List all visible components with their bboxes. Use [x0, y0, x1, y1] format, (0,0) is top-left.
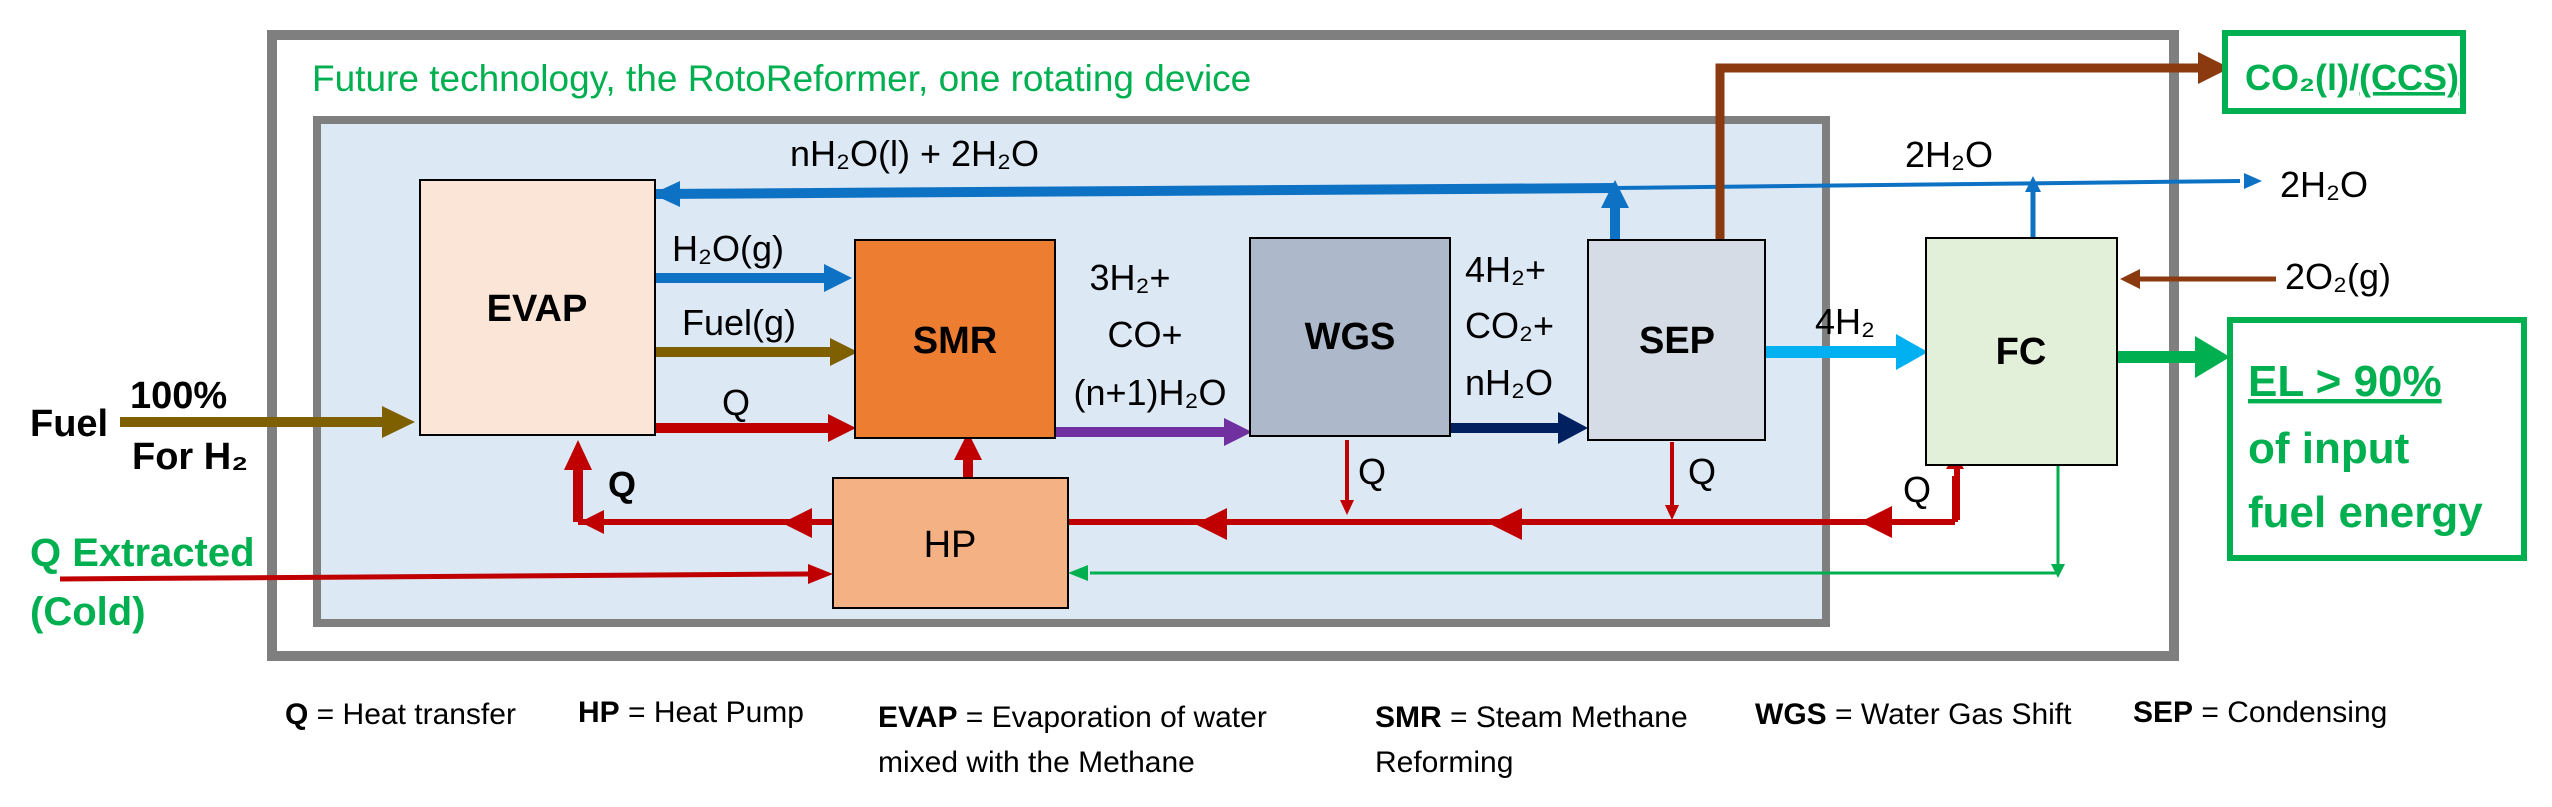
el-output-box [2227, 317, 2527, 561]
legend-evap-key: EVAP [878, 701, 957, 734]
h2o-g-arrowhead [824, 264, 852, 292]
evap-block [419, 179, 656, 436]
water-return-arrow [654, 183, 1616, 199]
smr-wgs-arrowhead [1224, 418, 1252, 446]
wgs-sep-arrowhead [1558, 412, 1588, 444]
fc-green-down-arrowhead [2051, 564, 2065, 578]
q-extracted-line2: (Cold) [30, 590, 146, 634]
wgs-out-line3: nH₂O [1465, 362, 1553, 403]
co2-output-box [2222, 30, 2466, 114]
fuel-pct-label: 100% [130, 375, 227, 417]
smr-out-line2: CO+ [1107, 314, 1182, 355]
q-evap-smr-arrowhead [828, 414, 856, 442]
heat-bus-arrowhead-3 [1195, 508, 1227, 540]
q-hp-evap-label: Q [608, 464, 636, 505]
q-evap-smr-label: Q [722, 382, 750, 423]
legend-hp-key: HP [578, 696, 620, 729]
co2-output-label: CO₂(l)/(CCS) [2245, 57, 2459, 98]
wgs-label: WGS [1305, 316, 1396, 358]
legend-hp-text: = Heat Pump [620, 696, 804, 729]
sep-fc-arrowhead [1896, 334, 1928, 370]
legend-wgs-key: WGS [1755, 698, 1827, 731]
fc-block [1925, 237, 2118, 466]
wgs-q-arrowhead [1340, 500, 1354, 515]
co2-out-line [1715, 63, 2200, 245]
wgs-block [1249, 237, 1451, 437]
hp-smr-arrowhead [954, 432, 982, 460]
water-out-label: 2H₂O [2280, 164, 2368, 205]
sep-block [1587, 239, 1766, 441]
legend-wgs: WGS = Water Gas Shift [1755, 698, 2072, 731]
heat-bus-arrowhead-1 [1860, 506, 1892, 538]
q-extracted-line1: Q Extracted [30, 531, 255, 575]
legend-evap-text: = Evaporation of water [957, 701, 1266, 734]
water-out-arrowhead [2244, 173, 2262, 189]
wgs-out-line2: CO₂+ [1465, 305, 1554, 346]
q-wgs-label: Q [1358, 451, 1386, 492]
evap-label: EVAP [487, 288, 588, 330]
q-fc-label: Q [1903, 469, 1931, 510]
h2o-g-label: H₂O(g) [672, 228, 784, 269]
hp-evap-arrowhead-2 [580, 510, 604, 534]
o2-in-arrowhead [2120, 269, 2140, 289]
evap-q-up-arrowhead [564, 440, 592, 470]
legend-evap: EVAP = Evaporation of water [878, 701, 1267, 734]
smr-out-line3: (n+1)H₂O [1073, 372, 1226, 413]
heat-bus-arrowhead-2 [1490, 508, 1522, 540]
el-line2: of input [2248, 424, 2410, 473]
legend-q-key: Q [285, 698, 308, 731]
fc-el-arrowhead [2195, 336, 2230, 378]
sep-label: SEP [1639, 320, 1715, 362]
o2-in-label: 2O₂(g) [2285, 256, 2391, 297]
legend-q: Q = Heat transfer [285, 698, 516, 731]
legend-smr-key: SMR [1375, 701, 1442, 734]
legend-wgs-text: = Water Gas Shift [1827, 698, 2072, 731]
legend-smr: SMR = Steam Methane [1375, 701, 1688, 734]
fc-label: FC [1996, 331, 2047, 373]
fuel-in-arrowhead [382, 406, 415, 438]
q-sep-label: Q [1688, 451, 1716, 492]
legend-sep: SEP = Condensing [2133, 696, 2387, 729]
legend-smr-line2: Reforming [1375, 746, 1513, 779]
legend-smr-text: = Steam Methane [1442, 701, 1688, 734]
smr-label: SMR [913, 320, 997, 362]
hp-block [832, 477, 1069, 609]
legend-hp: HP = Heat Pump [578, 696, 804, 729]
smr-out-line1: 3H₂+ [1089, 257, 1170, 298]
smr-block [854, 239, 1056, 439]
el-line1: EL > 90% [2248, 357, 2442, 406]
co2-part2: (CCS) [2359, 57, 2459, 98]
fuel-label: Fuel [30, 403, 108, 445]
sep-fc-label: 4H₂ [1815, 301, 1875, 342]
fuel-g-label: Fuel(g) [682, 302, 796, 343]
legend-sep-key: SEP [2133, 696, 2193, 729]
sep-water-up-arrowhead [1601, 180, 1629, 208]
wgs-out-line1: 4H₂+ [1465, 249, 1546, 290]
el-line3: fuel energy [2248, 488, 2483, 537]
water-return-arrowhead [652, 181, 680, 207]
water-return-label: nH₂O(l) + 2H₂O [790, 133, 1039, 174]
q-extracted-arrowhead [808, 564, 833, 584]
co2-part1: CO₂(l)/ [2245, 57, 2359, 98]
legend-evap-line2: mixed with the Methane [878, 746, 1195, 779]
fuel-for-label: For H₂ [132, 436, 248, 478]
fuel-g-arrowhead [830, 338, 858, 366]
sep-q-arrowhead [1665, 505, 1679, 520]
hp-label: HP [924, 524, 977, 566]
diagram-title: Future technology, the RotoReformer, one… [312, 58, 1251, 99]
co2-out-arrowhead [2198, 52, 2230, 84]
hp-evap-arrowhead-1 [782, 508, 812, 538]
fc-hp-green-arrowhead [1068, 565, 1088, 581]
legend-sep-text: = Condensing [2193, 696, 2387, 729]
legend-q-text: = Heat transfer [308, 698, 516, 731]
q-extracted-line [59, 571, 809, 582]
fc-water-label: 2H₂O [1905, 134, 1993, 175]
